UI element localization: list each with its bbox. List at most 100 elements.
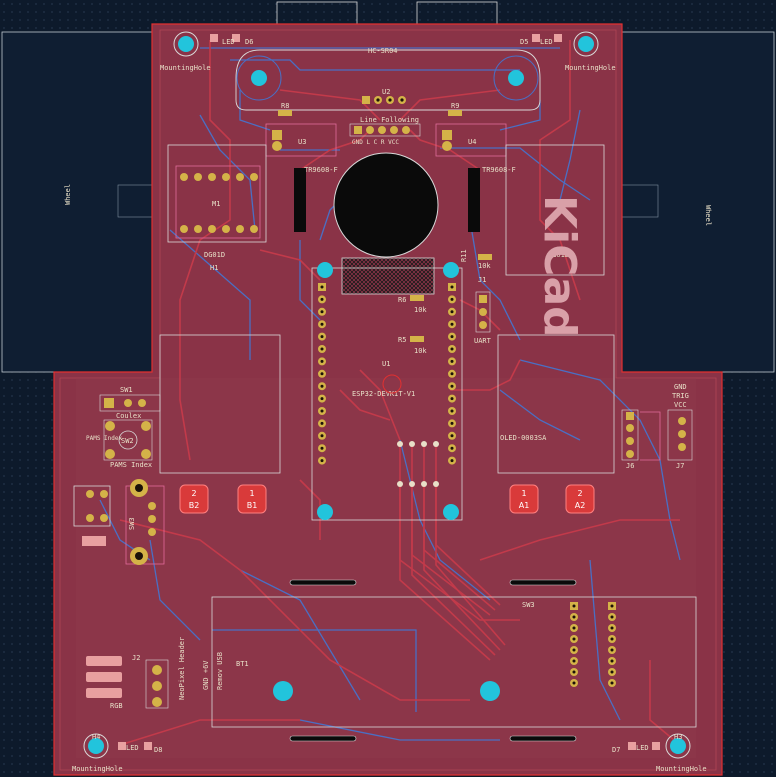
pin-hole [450,372,454,376]
pin-hole [320,372,324,376]
pin-hole [572,637,576,641]
bt1-label: BT1 [236,660,249,668]
uart-label: UART [474,337,492,345]
pin-hole [610,615,614,619]
pin-hole [450,322,454,326]
resistor-r11[interactable]: R11 10k [460,249,492,270]
mounting-hole-bottom-left: H4 MountingHole [72,733,123,773]
pin-hole [320,310,324,314]
pin-hole [450,297,454,301]
pin-hole [450,310,454,314]
led-d8[interactable]: LED D8 [118,742,162,754]
a2-num: 2 [577,489,582,498]
motor-m1: M1 DG01D H1 [167,144,267,272]
u4-label: U4 [468,138,476,146]
led-d7[interactable]: D7 LED [612,742,660,754]
mounting-hole-top-left-label: MountingHole [160,64,211,72]
j1-uart-header[interactable]: J1 UART [474,276,492,345]
tr9608-left[interactable]: TR9608-F [294,166,338,232]
b1-num: 1 [249,489,254,498]
pin-hole [450,459,454,463]
resistor-r9[interactable]: R9 [448,102,462,116]
slots [289,579,577,742]
u1-label: U1 [382,360,390,368]
pin-hole [320,335,324,339]
oled-label: OLED-0003SA [500,434,547,442]
pin-hole [320,446,324,450]
j7-trig-label: TRIG [672,392,689,400]
caster-wheel [333,152,439,258]
resistor-r6[interactable]: R6 10k [398,295,427,314]
motor-pad-b1[interactable]: 1 B1 [237,484,267,514]
r11-label: R11 [460,249,468,262]
pin-hole [610,637,614,641]
u3-label: U3 [298,138,306,146]
motor-pad-a2[interactable]: 2 A2 [565,484,595,514]
pin-hole [572,604,576,608]
j2-neopixel-header[interactable]: J2 NeoPixel Header RGB [86,637,186,710]
line-following-pins[interactable] [354,126,410,134]
wheel-right-label: Wheel [704,205,712,226]
sw3-label: SW3 [128,517,136,530]
remov-usb-label: Remov USB [216,652,224,690]
pin-hole [320,285,324,289]
u2-label: U2 [382,88,390,96]
u3-sensor[interactable]: U3 [265,123,337,157]
r8-label: R8 [281,102,289,110]
pin-hole [320,421,324,425]
j7-gnd-label: GND [674,383,687,391]
pin-hole [610,681,614,685]
j7-label: J7 [676,462,684,470]
j6-label: J6 [626,462,634,470]
b1-label: B1 [247,501,258,510]
via [397,441,403,447]
via [421,441,427,447]
right-dual-header[interactable] [570,602,616,687]
pin-hole [320,384,324,388]
d8-label: D8 [154,746,162,754]
resistor-r5[interactable]: R5 10k [398,336,427,355]
sw2-value: PAMS Index [110,461,152,469]
m1-label: M1 [212,200,220,208]
j6-header[interactable]: J6 [621,409,661,470]
d8-led-label: LED [126,744,139,752]
switch-sw3[interactable]: SW3 [125,479,165,565]
left-panel-outline [159,334,281,474]
pin-hole [320,459,324,463]
usb-connector[interactable] [73,485,111,546]
pin-hole [572,615,576,619]
rgb-label: RGB [110,702,123,710]
pin-hole [450,434,454,438]
r6-value: 10k [414,306,427,314]
pin-hole [572,659,576,663]
switch-sw1[interactable]: SW1 Coulex [99,386,161,420]
pin-hole [572,648,576,652]
r9-label: R9 [451,102,459,110]
motor-m2: M2 DG01D [505,144,605,276]
j1-label: J1 [478,276,486,284]
wheel-left-area: Wheel [1,31,155,373]
header-tag-label: SW3 [522,601,535,609]
tr9608-right[interactable]: TR9608-F [468,166,516,232]
m1-pins[interactable] [180,173,258,233]
esp32-via-tr [443,262,459,278]
switch-sw2[interactable]: SW2 PAMS Index PAMS Index [86,419,153,469]
mounting-hole-bottom-left-label: MountingHole [72,765,123,773]
resistor-r8[interactable]: R8 [278,102,292,116]
b2-num: 2 [191,489,196,498]
led-d5[interactable]: D5 LED [520,34,562,46]
j7-header[interactable]: J7 GND TRIG VCC [667,383,693,470]
pin-hole [610,626,614,630]
pin-hole [320,347,324,351]
led-d6[interactable]: LED D6 [210,34,253,46]
u2-header-pins[interactable] [362,96,406,104]
esp32-left-pins[interactable] [318,283,326,465]
pin-hole [320,397,324,401]
u4-sensor[interactable]: U4 [435,123,507,157]
pin-hole [450,446,454,450]
esp32-right-pins[interactable] [448,283,456,465]
battery-via-right [480,681,500,701]
motor-pad-a1[interactable]: 1 A1 [509,484,539,514]
motor-pad-b2[interactable]: 2 B2 [179,484,209,514]
